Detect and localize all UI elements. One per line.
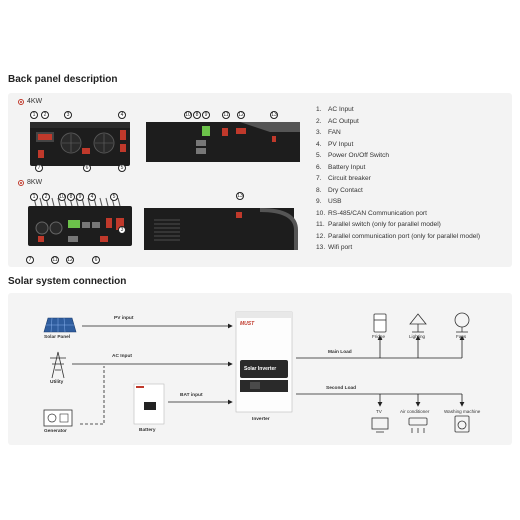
variant-8kw-label: 8KW (27, 179, 43, 186)
callout-8kw-5: 5 (110, 193, 118, 201)
radio-dot-icon (18, 179, 24, 186)
generator-icon (43, 409, 73, 427)
callout-8kw-9: 9 (76, 193, 84, 201)
load-ac-label: Air conditioner (400, 409, 430, 414)
legend-item: 7.Circuit breaker (316, 175, 371, 182)
callout-4kw-10: 10 (184, 111, 192, 119)
fan-icon (454, 312, 470, 333)
callout-8kw-8: 8 (67, 193, 75, 201)
unit-8kw-side (144, 208, 298, 250)
battery-icon (133, 383, 165, 425)
callout-8kw-2: 2 (42, 193, 50, 201)
pv-input-label: PV input (114, 316, 134, 321)
load-lighting-label: Lighting (409, 334, 426, 339)
variant-4kw-label: 4KW (27, 98, 43, 105)
callout-8kw-3: 3 (118, 226, 126, 234)
washing-machine-icon (454, 415, 470, 433)
legend-item: 6.Battery Input (316, 163, 366, 171)
tv-icon (371, 417, 389, 433)
legend-item: 4.PV Input (316, 140, 354, 148)
callout-4kw-8: 8 (193, 111, 201, 119)
air-conditioner-icon (408, 417, 428, 433)
load-fans-label: Fans (456, 334, 467, 339)
callout-4kw-5: 5 (118, 164, 126, 172)
callout-8kw-10: 10 (58, 193, 66, 201)
utility-tower-icon (50, 351, 66, 379)
callout-4kw-12: 12 (237, 111, 245, 119)
callout-4kw-11: 11 (222, 111, 230, 119)
callout-8kw-12: 12 (66, 256, 74, 264)
legend-item: 11.Parallel switch (only for parallel mo… (316, 221, 441, 228)
radio-dot-icon (18, 98, 24, 105)
callout-4kw-9: 9 (202, 111, 210, 119)
callout-4kw-1: 1 (30, 111, 38, 119)
callout-8kw-6: 6 (92, 256, 100, 264)
callout-8kw-13: 13 (236, 192, 244, 200)
unit-8kw-front (28, 197, 132, 246)
unit-4kw-side (146, 122, 300, 162)
battery-label: Battery (139, 428, 156, 433)
variant-4kw: 4KW (18, 98, 42, 105)
legend-item: 10.RS-485/CAN Communication port (316, 209, 427, 217)
legend-item: 2.AC Output (316, 117, 359, 125)
connection-title: Solar system connection (8, 276, 127, 287)
callout-8kw-11: 11 (51, 256, 59, 264)
callout-4kw-13: 13 (270, 111, 278, 119)
lamp-icon (409, 313, 427, 333)
ac-input-label: AC Input (112, 354, 132, 359)
callout-4kw-7: 7 (35, 164, 43, 172)
main-load-label: Main Load (328, 350, 352, 355)
callout-8kw-7: 7 (26, 256, 34, 264)
legend-item: 1.AC Input (316, 106, 354, 113)
legend-item: 3.FAN (316, 129, 341, 136)
load-washer-label: Washing machine (444, 409, 481, 414)
legend-item: 8.Dry Contact (316, 186, 363, 194)
inverter-caption: Inverter (252, 417, 270, 422)
fridge-icon (373, 313, 387, 333)
back-panel-title: Back panel description (8, 74, 118, 85)
legend-item: 5.Power On/Off Switch (316, 152, 390, 159)
inverter-body (235, 311, 293, 413)
callout-4kw-3: 3 (64, 111, 72, 119)
callout-4kw-4: 4 (118, 111, 126, 119)
callout-8kw-4: 4 (88, 193, 96, 201)
legend-item: 12.Parallel communication port (only for… (316, 232, 481, 240)
utility-label: Utility (50, 380, 64, 385)
generator-label: Generator (44, 429, 67, 434)
back-panel-legend: 1.AC Input 2.AC Output 3.FAN 4.PV Input … (316, 104, 480, 254)
inverter-screen-text: Solar Inverter (244, 366, 277, 372)
callout-8kw-1: 1 (30, 193, 38, 201)
second-load-label: Second Load (326, 386, 357, 391)
inverter-brand: MUST (240, 321, 255, 327)
load-fridge-label: Fridge (372, 334, 386, 339)
bat-input-label: BAT input (180, 393, 203, 398)
variant-8kw: 8KW (18, 179, 42, 186)
solar-panel-label: Solar Panel (44, 335, 71, 340)
generator-line (80, 366, 105, 425)
unit-4kw-front (30, 122, 130, 166)
legend-item: 13.Wifi port (316, 244, 353, 251)
callout-4kw-2: 2 (41, 111, 49, 119)
solar-panel-icon (43, 317, 77, 333)
callout-4kw-6: 6 (83, 164, 91, 172)
load-tv-label: TV (376, 409, 382, 414)
legend-item: 9.USB (316, 198, 342, 205)
